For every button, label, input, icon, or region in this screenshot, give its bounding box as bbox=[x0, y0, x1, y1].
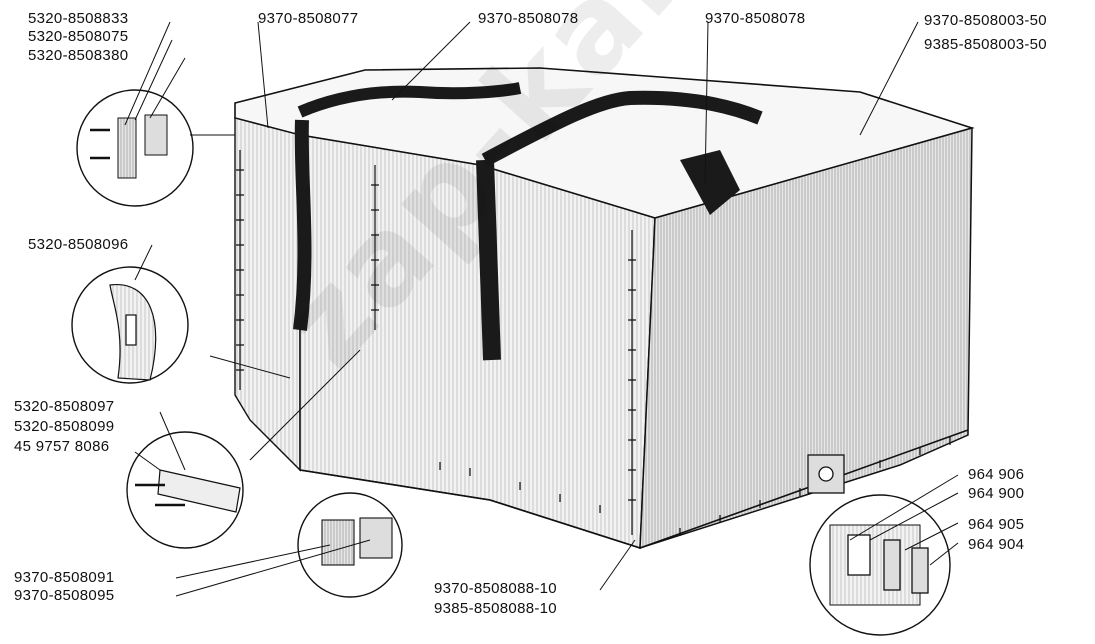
part-label: 5320-8508099 bbox=[14, 418, 115, 435]
part-label: 9370-8508088-10 bbox=[434, 580, 557, 597]
part-label: 5320-8508075 bbox=[28, 28, 129, 45]
part-label: 9385-8508003-50 bbox=[924, 36, 1047, 53]
bottom-loops bbox=[439, 437, 951, 536]
roof-strap-front bbox=[481, 90, 763, 167]
part-label: 9370-8508077 bbox=[258, 10, 359, 27]
part-label: 9385-8508088-10 bbox=[434, 600, 557, 617]
side-strap-back bbox=[293, 119, 312, 331]
tarp-end-face bbox=[234, 117, 301, 472]
part-label: 5320-8508833 bbox=[28, 10, 129, 27]
part-label: 964 906 bbox=[968, 466, 1025, 483]
part-label: 9370-8508078 bbox=[478, 10, 579, 27]
roof-strap-back bbox=[297, 82, 522, 118]
side-strap-front bbox=[476, 159, 501, 361]
part-label: 964 904 bbox=[968, 536, 1025, 553]
part-label: 964 900 bbox=[968, 485, 1025, 502]
part-label: 45 9757 8086 bbox=[14, 438, 110, 455]
leader-lines bbox=[124, 21, 959, 597]
lacing-left bbox=[236, 150, 636, 535]
part-label: 964 905 bbox=[968, 516, 1025, 533]
part-label: 9370-8508003-50 bbox=[924, 12, 1047, 29]
part-label: 9370-8508091 bbox=[14, 569, 115, 586]
part-label: 5320-8508380 bbox=[28, 47, 129, 64]
part-label: 9370-8508078 bbox=[705, 10, 806, 27]
tarp-right-face bbox=[639, 127, 973, 550]
part-label: 5320-8508097 bbox=[14, 398, 115, 415]
bottom-cable bbox=[299, 429, 969, 549]
corner-strap-right bbox=[680, 150, 740, 215]
part-label: 5320-8508096 bbox=[28, 236, 129, 253]
part-label: 9370-8508095 bbox=[14, 587, 115, 604]
